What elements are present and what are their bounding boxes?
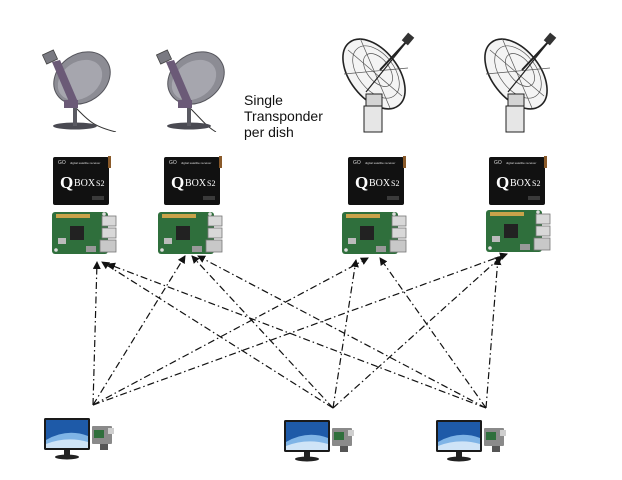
receiver-model: S2	[391, 179, 399, 188]
qbox-receiver-icon: GO digital satellite receiver Q BOX S2	[489, 156, 547, 205]
receiver-2: GO digital satellite receiver Q BOX S2	[163, 156, 223, 206]
parabolic-antenna-1	[336, 22, 426, 134]
link-c2-b2	[191, 255, 334, 409]
note-line-2: Transponder	[244, 108, 323, 124]
receiver-3: GO digital satellite receiver Q BOX S2	[347, 156, 407, 206]
link-c2-b4	[332, 255, 503, 409]
raspberry-pi-board-icon	[158, 212, 223, 254]
client-board-icon	[332, 428, 354, 452]
receiver-tagline: digital satellite receiver	[70, 161, 100, 165]
flat-screen-tv-icon	[44, 418, 114, 460]
receiver-logo: GO	[169, 160, 177, 166]
receiver-q: Q	[60, 173, 73, 192]
receiver-model: S2	[532, 179, 540, 188]
receiver-logo: GO	[58, 160, 66, 166]
client-station-1	[42, 404, 118, 462]
link-c1-b3	[92, 257, 369, 406]
receiver-model: S2	[207, 179, 215, 188]
server-board-4	[484, 206, 552, 256]
link-c2-b1	[101, 261, 334, 409]
link-c3-b1	[107, 262, 487, 409]
parabolic-antenna-icon	[342, 32, 415, 133]
qbox-receiver-icon: GO digital satellite receiver Q BOX S2	[164, 156, 222, 205]
parabolic-antenna-2	[478, 22, 568, 134]
raspberry-pi-board-icon	[342, 212, 407, 254]
server-board-2	[156, 208, 224, 258]
receiver-tagline: digital satellite receiver	[181, 161, 211, 165]
receiver-box: BOX	[369, 178, 391, 189]
raspberry-pi-board-icon	[52, 212, 117, 254]
link-c1-b2	[92, 255, 186, 406]
link-c3-b2	[197, 255, 487, 409]
parabolic-antenna-icon	[484, 32, 557, 133]
receiver-logo: GO	[494, 160, 502, 166]
link-c3-b3	[379, 257, 487, 409]
satellite-dish-icon	[41, 49, 117, 133]
receiver-logo: GO	[353, 160, 361, 166]
satellite-dish-icon	[155, 49, 225, 133]
link-c3-b4	[485, 257, 502, 409]
receiver-q: Q	[355, 173, 368, 192]
flat-screen-tv-icon	[436, 420, 506, 462]
receiver-model: S2	[96, 179, 104, 188]
receiver-box: BOX	[510, 178, 532, 189]
server-board-1	[50, 208, 118, 258]
flat-screen-tv-icon	[284, 420, 354, 462]
raspberry-pi-board-icon	[486, 210, 551, 252]
link-c2-b3	[332, 259, 359, 409]
receiver-box: BOX	[185, 178, 207, 189]
link-c1-b1	[92, 261, 101, 406]
qbox-receiver-icon: GO digital satellite receiver Q BOX S2	[348, 156, 406, 205]
receiver-q: Q	[171, 173, 184, 192]
qbox-receiver-icon: GO digital satellite receiver Q BOX S2	[53, 156, 111, 205]
satellite-dish-2	[144, 42, 234, 133]
receiver-tagline: digital satellite receiver	[365, 161, 395, 165]
receiver-tagline: digital satellite receiver	[506, 161, 536, 165]
receiver-1: GO digital satellite receiver Q BOX S2	[52, 156, 112, 206]
receiver-q: Q	[496, 173, 509, 192]
note-line-3: per dish	[244, 124, 294, 140]
link-c1-b4	[92, 252, 508, 406]
client-board-icon	[484, 428, 506, 452]
note-line-1: Single	[244, 92, 283, 108]
client-station-2	[282, 406, 358, 464]
transponder-note: Single Transponder per dish	[244, 92, 323, 140]
receiver-4: GO digital satellite receiver Q BOX S2	[488, 156, 548, 206]
client-station-3	[434, 406, 510, 464]
satellite-dish-1	[30, 42, 120, 133]
server-board-3	[340, 208, 408, 258]
receiver-box: BOX	[74, 178, 96, 189]
client-board-icon	[92, 426, 114, 450]
